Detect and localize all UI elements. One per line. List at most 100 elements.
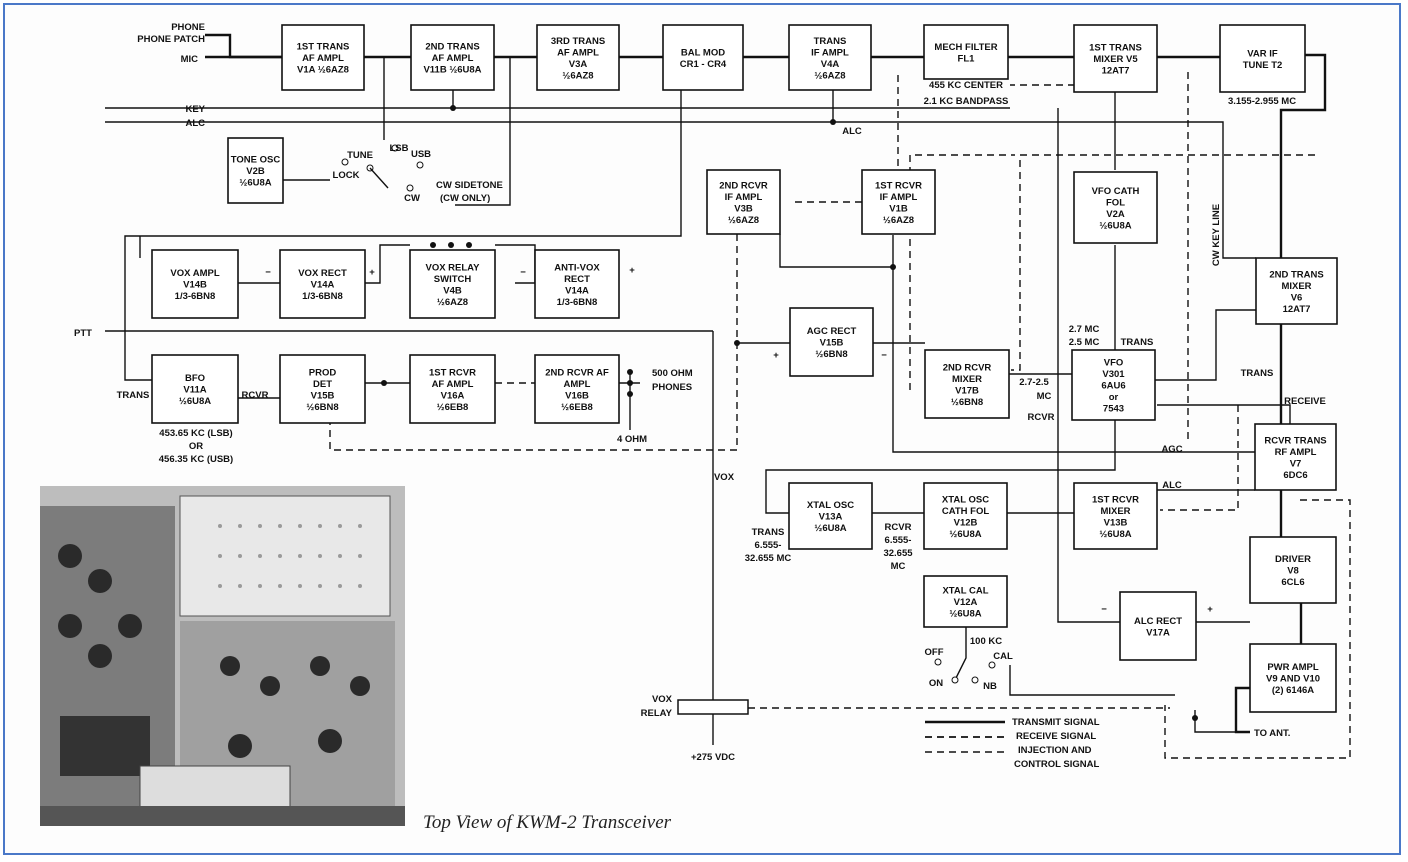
alc-plus-sign: + [1207, 604, 1213, 615]
off-label: OFF [925, 647, 944, 658]
ohm500-label: 500 OHM [652, 368, 693, 379]
block-trif-line-2: V4A [821, 59, 840, 70]
mc2725-label: 2.7-2.5 [1019, 377, 1049, 388]
bfo-rcvr-label: RCVR [242, 390, 269, 401]
bfo-trans-label: TRANS [117, 390, 150, 401]
block-xtalcf-line-0: XTAL OSC [942, 494, 989, 505]
cw-only-label: (CW ONLY) [440, 193, 490, 204]
legend: TRANSMIT SIGNAL RECEIVE SIGNAL INJECTION… [1012, 717, 1100, 770]
bfo-freq1-label: 453.65 KC (LSB) [159, 428, 232, 439]
block-trif-line-3: ½6AZ8 [814, 70, 845, 81]
block-rcv2mix-line-3: ½6BN8 [951, 397, 983, 408]
block-toneosc-line-1: V2B [246, 166, 265, 177]
transceiver-photo [40, 486, 405, 826]
block-rcvtrrf-line-2: V7 [1290, 458, 1302, 469]
block-varif-line-1: TUNE T2 [1243, 60, 1283, 71]
vox-relay-label-1: VOX [652, 694, 673, 705]
block-vfocath-line-3: ½6U8A [1099, 220, 1131, 231]
block-prod-line-1: DET [313, 379, 332, 390]
block-rcv2af-line-0: 2ND RCVR AF [545, 367, 609, 378]
agc-minus-sign: − [881, 350, 887, 361]
phone-patch-label: PHONE PATCH [137, 34, 205, 45]
block-rcv1af-box [409, 354, 496, 424]
vox-label: VOX [714, 472, 735, 483]
block-agc-line-1: V15B [820, 338, 844, 349]
block-voxrelay-line-1: SWITCH [434, 274, 472, 285]
rcvr-freq2-label: 32.655 [883, 548, 913, 559]
block-tr2af-line-0: 2ND TRANS [425, 42, 479, 53]
block-mech-line-0: MECH FILTER [934, 42, 997, 53]
block-vfo-line-4: 7543 [1103, 404, 1124, 415]
rcvr-freq1-label: 6.555- [885, 535, 912, 546]
block-rcv2mix-line-2: V17B [955, 385, 979, 396]
block-xtalcf-line-2: V12B [954, 517, 978, 528]
block-xtalosc-box [788, 482, 873, 550]
block-prod-line-0: PROD [309, 367, 337, 378]
block-rcv2if-line-2: V3B [734, 203, 753, 214]
block-rcv1af-line-3: ½6EB8 [437, 402, 469, 413]
block-rcv2if-line-0: 2ND RCVR [719, 180, 768, 191]
cw-key-line-label: CW KEY LINE [1211, 204, 1222, 266]
block-tr2mix-line-0: 2ND TRANS [1269, 269, 1323, 280]
kc-bandpass-label: 2.1 KC BANDPASS [924, 96, 1009, 107]
block-voxampl-line-1: V14B [183, 280, 207, 291]
block-rcv2af-box [534, 354, 620, 424]
block-voxrect-box [279, 249, 366, 319]
block-voxrelay-line-0: VOX RELAY [425, 262, 480, 273]
agc-plus-sign: + [773, 350, 779, 361]
bfo-or-label: OR [189, 441, 203, 452]
block-rcv1mix-line-3: ½6U8A [1099, 529, 1131, 540]
input-labels: PHONE PHONE PATCH MIC KEY ALC PTT [74, 22, 206, 339]
junction-dots [381, 105, 1198, 721]
block-voxrelay-line-2: V4B [443, 285, 462, 296]
block-tr2af-line-2: V11B ½6U8A [423, 65, 481, 76]
block-prod-box [279, 354, 366, 424]
legend-control: CONTROL SIGNAL [1014, 759, 1100, 770]
tune-label: TUNE [347, 150, 373, 161]
block-prod-line-2: V15B [311, 390, 335, 401]
block-voxrelay-line-3: ½6AZ8 [437, 297, 468, 308]
block-tr3af-line-0: 3RD TRANS [551, 36, 605, 47]
block-tr2af-box [410, 24, 495, 91]
block-trif-box [788, 24, 872, 91]
block-antivox-line-2: V14A [565, 285, 589, 296]
receive-signal-wires [329, 72, 1351, 759]
block-vfo-line-0: VFO [1104, 358, 1124, 369]
antivox-minus-sign: − [520, 267, 526, 278]
block-vfocath-box [1073, 171, 1158, 244]
block-toneosc-box [227, 137, 284, 204]
block-tr2mix-box [1255, 257, 1338, 325]
bfo-freq2-label: 456.35 KC (USB) [159, 454, 233, 465]
ptt-label: PTT [74, 328, 92, 339]
kc100-label: 100 KC [970, 636, 1002, 647]
block-rcv1mix-line-1: MIXER [1100, 506, 1130, 517]
trans-freq2-label: 32.655 MC [745, 553, 792, 564]
alc-minus-sign: − [1101, 604, 1107, 615]
block-bfo-box [151, 354, 239, 424]
block-voxrelay-box [409, 249, 496, 319]
block-tr1af-line-2: V1A ½6AZ8 [297, 65, 349, 76]
block-voxampl-line-0: VOX AMPL [170, 268, 219, 279]
usb-label: USB [411, 149, 431, 160]
block-rcv1af-line-0: 1ST RCVR [429, 367, 476, 378]
block-pwrampl-line-1: V9 AND V10 [1266, 674, 1320, 685]
mode-switch [341, 144, 996, 684]
block-rcvtrrf-box [1254, 423, 1337, 491]
vox-minus-sign: − [265, 267, 271, 278]
